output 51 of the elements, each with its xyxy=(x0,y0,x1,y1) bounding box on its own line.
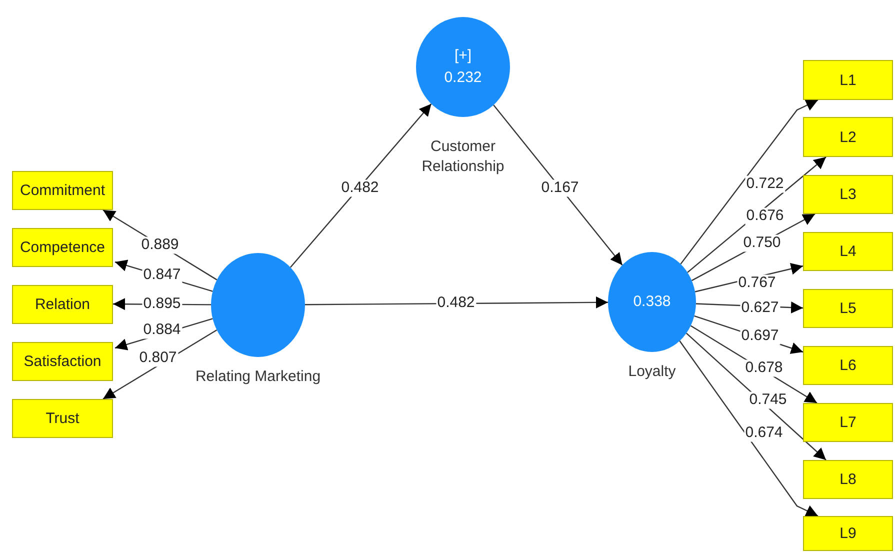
arrow xyxy=(493,104,623,266)
indicator-name: Commitment xyxy=(20,182,105,199)
indicator-box xyxy=(803,232,893,271)
indicator-box xyxy=(803,117,893,157)
indicator-box xyxy=(12,228,113,267)
indicator-name: L1 xyxy=(840,72,856,88)
construct-name: Relating Marketing xyxy=(195,367,321,387)
indicator-box xyxy=(803,289,893,328)
edge-label: 0.722 xyxy=(745,176,785,192)
indicator-box xyxy=(12,285,113,324)
edge-label: 0.807 xyxy=(138,350,178,366)
edge-label: 0.167 xyxy=(540,180,580,196)
edge-label: 0.674 xyxy=(744,424,784,442)
indicator-name: Competence xyxy=(20,239,106,256)
indicator-name: L3 xyxy=(840,186,856,203)
edge-label: 0.482 xyxy=(340,180,380,196)
edge-label: 0.884 xyxy=(142,322,182,338)
indicator-box xyxy=(12,171,113,210)
indicator-name: L6 xyxy=(840,357,856,374)
indicator-box xyxy=(803,516,893,551)
indicator-name: L5 xyxy=(840,300,856,317)
construct-name: Loyalty xyxy=(628,362,676,382)
indicator-box xyxy=(803,60,893,100)
indicator-name: L2 xyxy=(840,128,856,146)
indicator-box xyxy=(803,346,893,385)
indicator-name: Satisfaction xyxy=(24,353,102,370)
indicator-box xyxy=(12,342,113,381)
indicator-name: L9 xyxy=(840,525,856,542)
arrow xyxy=(679,340,818,517)
indicator-name: L4 xyxy=(840,243,856,260)
edge-label: 0.697 xyxy=(740,328,780,344)
indicator-box xyxy=(803,460,893,499)
indicator-box xyxy=(12,399,113,438)
edge-label: 0.745 xyxy=(748,392,788,408)
indicator-name: L8 xyxy=(840,471,856,488)
edge-label: 0.889 xyxy=(140,236,180,254)
edge-label: 0.678 xyxy=(744,360,784,376)
indicator-box xyxy=(803,403,893,442)
edge-label: 0.676 xyxy=(745,208,785,224)
arrow xyxy=(680,99,818,264)
indicator-name: L7 xyxy=(840,414,856,431)
edge-label: 0.750 xyxy=(742,234,782,252)
edge-label: 0.847 xyxy=(142,266,182,284)
construct-marker: [+] xyxy=(454,46,472,66)
indicator-name: Relation xyxy=(34,296,90,313)
indicator-box xyxy=(803,175,893,214)
construct-name: Customer Relationship xyxy=(420,137,506,178)
r-squared-value: 0.232 xyxy=(444,68,482,88)
arrow xyxy=(290,103,432,268)
indicator-name: Trust xyxy=(46,410,80,427)
r-squared-value: 0.338 xyxy=(633,292,671,312)
